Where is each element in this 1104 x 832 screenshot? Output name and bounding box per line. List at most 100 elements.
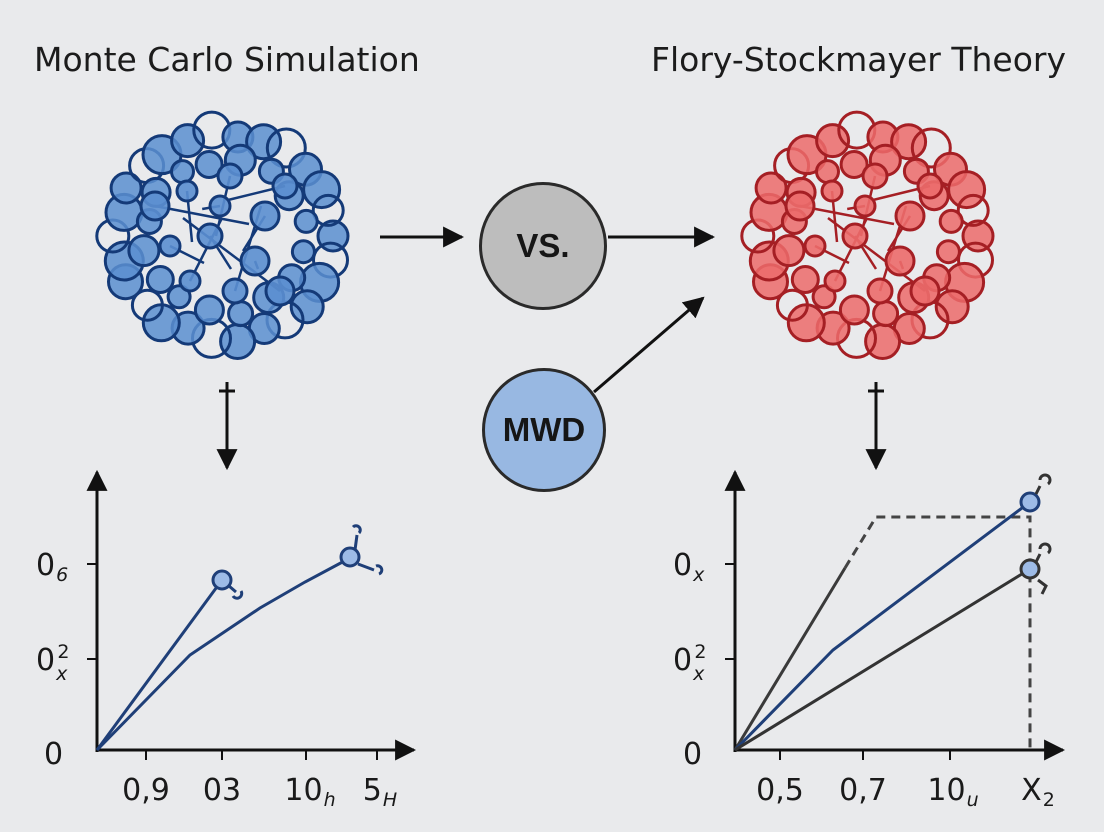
red-polymer-node <box>884 245 916 277</box>
red-polymer-bead <box>815 123 851 159</box>
red-polymer-bead <box>864 323 902 360</box>
blue-polymer-node <box>271 172 299 200</box>
blue-polymer-node <box>175 179 199 203</box>
red-polymer-bead <box>938 208 964 234</box>
right-curve-gray-dashed <box>843 515 1032 750</box>
left-y-label-0: 0 <box>44 737 63 772</box>
red-polymer-node <box>894 200 926 232</box>
blue-polymer-bead <box>219 323 257 360</box>
right-x-label-0: 0,5 <box>756 773 804 808</box>
red-polymer-bond <box>799 204 895 226</box>
left-x-label-3: 5H <box>363 773 397 811</box>
right-y-label-0: 0 <box>683 737 702 772</box>
red-polymer-node <box>803 234 827 258</box>
right-x-label-3: X2 <box>1021 773 1055 811</box>
blue-polymer-bead <box>302 170 342 210</box>
blue-polymer-bead <box>311 193 345 227</box>
red-polymer-node <box>784 190 816 222</box>
right-x-label-1: 0,7 <box>839 773 887 808</box>
blue-polymer-node <box>139 190 171 222</box>
blue-polymer-bead <box>127 234 161 268</box>
right-y-label-1: 0x2 <box>673 641 706 685</box>
red-polymer-node <box>841 222 869 250</box>
red-polymer-node <box>861 162 889 190</box>
red-polymer-bead <box>935 239 961 265</box>
blue-polymer-node <box>158 234 182 258</box>
blue-polymer-node <box>221 277 249 305</box>
right-marker-top <box>1019 491 1041 513</box>
blue-polymer-bond <box>154 204 250 226</box>
vs-label: VS. <box>516 227 570 264</box>
blue-polymer-node <box>208 194 232 218</box>
left-x-label-2: 10h <box>284 773 335 811</box>
blue-polymer-node <box>216 162 244 190</box>
blue-polymer-bead <box>109 171 143 205</box>
blue-polymer-bead <box>265 127 307 169</box>
blue-polymer-network <box>95 110 350 360</box>
blue-polymer-bead <box>166 284 192 310</box>
blue-polymer-bead <box>245 123 283 161</box>
red-polymer-node <box>853 194 877 218</box>
left-marker-2 <box>339 546 361 568</box>
blue-polymer-node <box>178 269 202 293</box>
blue-polymer-bead <box>194 150 224 179</box>
red-polymer-bead <box>790 265 820 294</box>
red-polymer-bead <box>934 289 970 325</box>
left-marker-1-tail <box>228 584 244 600</box>
blue-polymer-bead <box>289 289 325 325</box>
red-polymer-bead <box>839 150 869 179</box>
red-polymer-bead <box>811 284 837 310</box>
right-marker-bottom <box>1019 558 1041 580</box>
blue-polymer-node <box>249 200 281 232</box>
left-title: Monte Carlo Simulation <box>34 40 420 79</box>
right-curve-dark <box>734 567 1031 752</box>
blue-polymer-node <box>196 222 224 250</box>
left-plot: 0 0x2 06 0,9 03 10h 5H <box>36 469 417 811</box>
mwd-label: MWD <box>502 411 586 448</box>
left-y-label-2: 06 <box>36 548 68 586</box>
red-polymer-bead <box>910 127 952 169</box>
red-polymer-bead <box>772 234 806 268</box>
red-polymer-bead <box>838 294 870 326</box>
red-polymer-bead <box>956 193 990 227</box>
blue-polymer-bead <box>170 159 195 185</box>
right-marker-top-tail <box>1034 473 1052 495</box>
flow-arrows <box>216 226 887 471</box>
blue-polymer-bead <box>130 288 164 322</box>
left-curve-steep <box>95 579 224 751</box>
right-x-label-2: 10u <box>927 773 978 811</box>
red-polymer-bead <box>754 171 788 205</box>
red-polymer-bead <box>815 159 840 185</box>
vs-node: VS. <box>479 182 607 310</box>
arrow-mwd-to-right <box>593 296 705 394</box>
left-curve-shallow <box>95 556 351 752</box>
red-polymer-bead <box>872 300 900 328</box>
left-y-label-1: 0x2 <box>36 641 69 685</box>
red-polymer-node <box>820 179 844 203</box>
left-marker-2-tail <box>351 524 384 576</box>
red-polymer-node <box>823 269 847 293</box>
blue-polymer-node <box>264 275 296 307</box>
blue-polymer-bead <box>227 300 255 328</box>
right-y-label-2: 0x <box>673 548 705 586</box>
red-polymer-bead <box>890 123 928 161</box>
right-plot: 0 0x2 0x 0,5 0,7 10u X2 <box>673 469 1066 811</box>
blue-polymer-bead <box>193 294 225 326</box>
blue-polymer-node <box>239 245 271 277</box>
red-polymer-bead <box>947 170 987 210</box>
red-polymer-node <box>916 172 944 200</box>
red-polymer-bead <box>775 288 809 322</box>
blue-polymer-bead <box>290 239 316 265</box>
mwd-node: MWD <box>482 368 606 492</box>
right-title: Flory-Stockmayer Theory <box>650 40 1066 79</box>
red-polymer-node <box>909 275 941 307</box>
right-curve-gray <box>733 567 847 751</box>
blue-polymer-bead <box>293 208 319 234</box>
left-marker-1 <box>211 569 233 591</box>
blue-polymer-bead <box>145 265 175 294</box>
right-curve-blue <box>733 500 1031 752</box>
left-x-label-0: 0,9 <box>122 773 170 808</box>
blue-polymer-bead <box>170 123 206 159</box>
left-x-label-1: 03 <box>203 773 241 808</box>
